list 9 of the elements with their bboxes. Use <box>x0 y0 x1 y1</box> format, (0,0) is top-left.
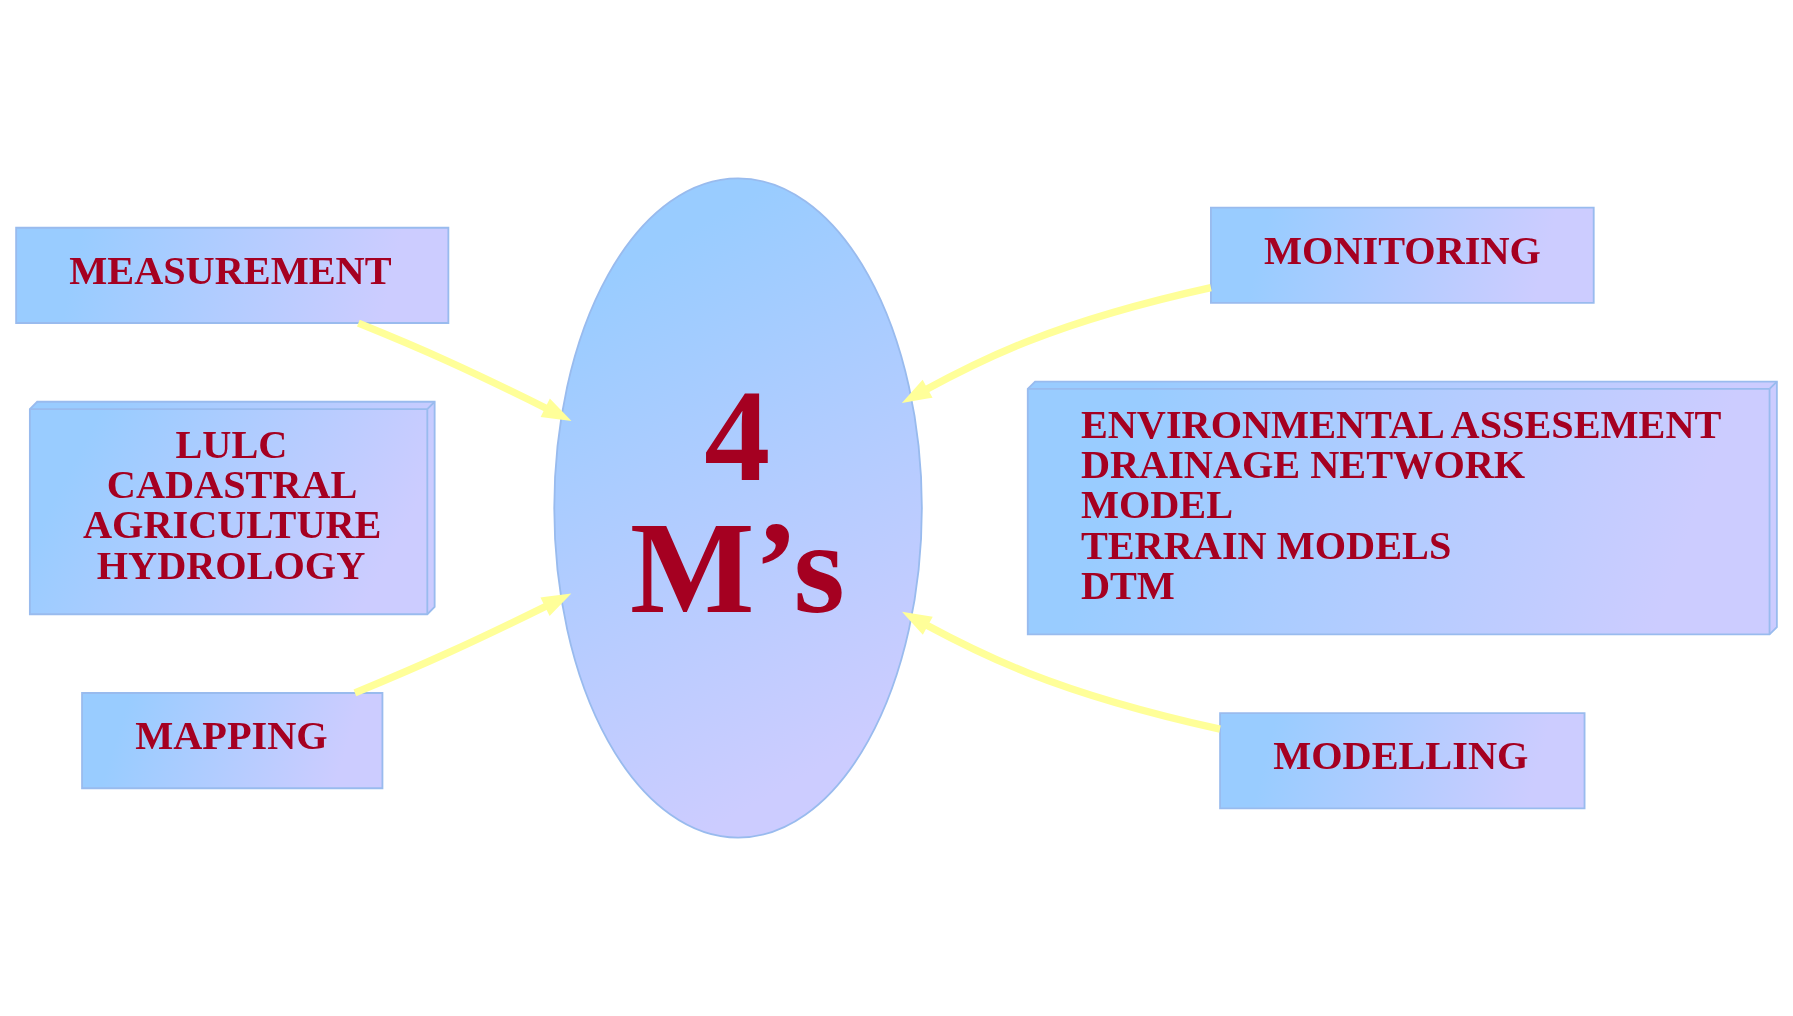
arrow <box>357 319 572 421</box>
node-box: MONITORING <box>1210 206 1595 304</box>
arrow <box>901 284 1212 403</box>
arrow <box>353 593 572 697</box>
node-ellipse: 4 M’s <box>553 177 923 839</box>
node-box: MAPPING <box>81 692 384 790</box>
node-box: MODELLING <box>1219 712 1586 810</box>
node-box: MEASUREMENT <box>15 226 450 324</box>
arrow <box>901 611 1221 733</box>
